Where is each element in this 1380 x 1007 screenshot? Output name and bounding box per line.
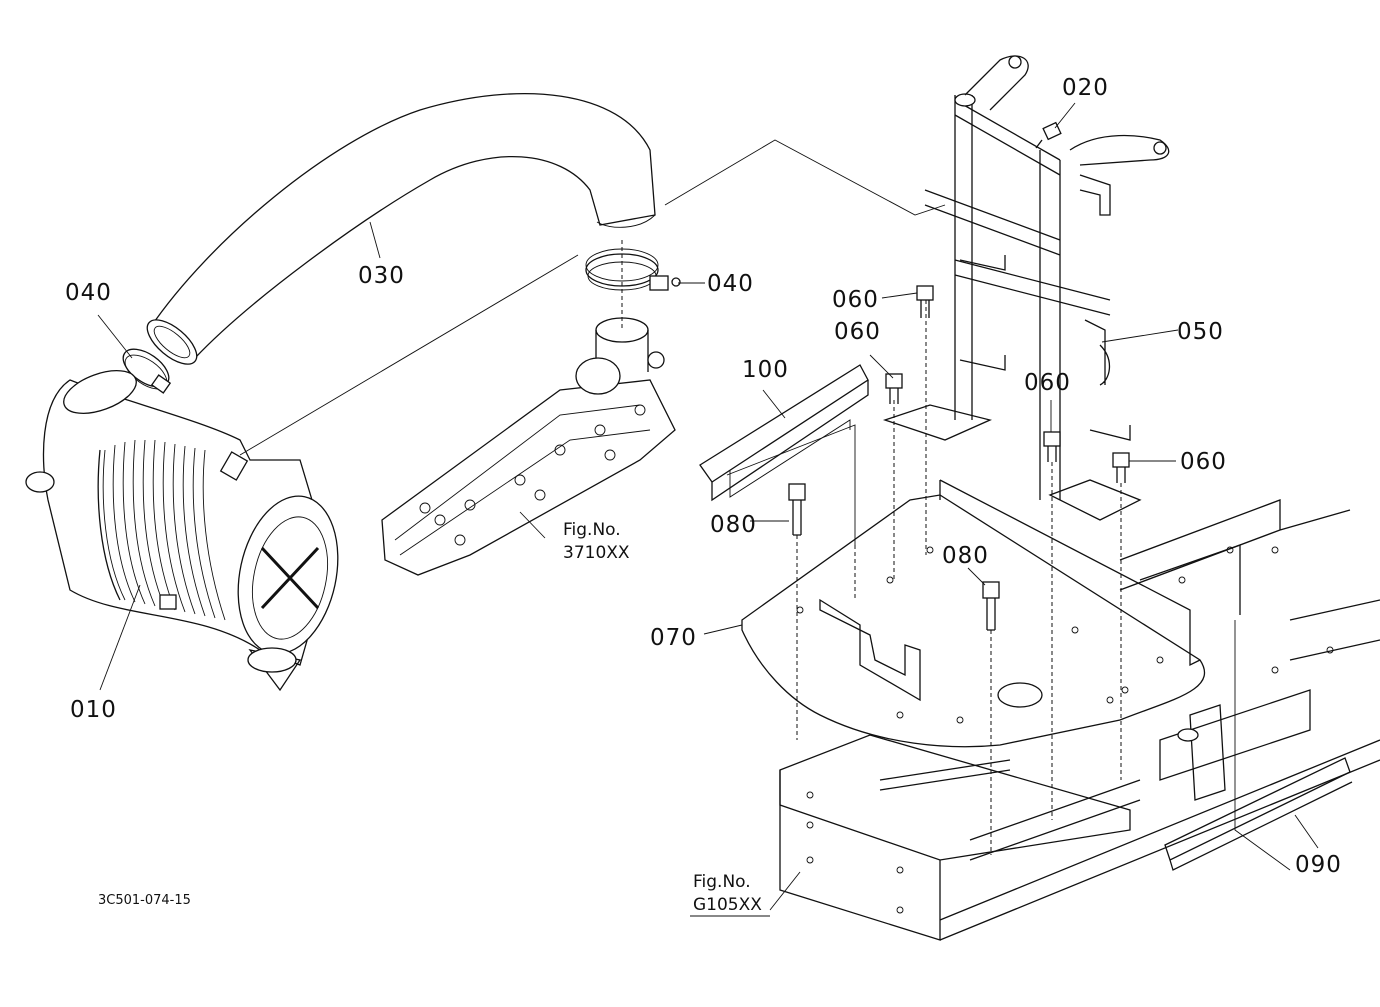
panel-support-frame [882, 55, 1170, 521]
leader-lines [97, 102, 1319, 911]
figure-ref-frame-line1: Fig.No. [693, 872, 751, 892]
drawing-code: 3C501-074-15 [98, 893, 191, 908]
figure-ref-frame: Fig.No. G105XX [690, 872, 770, 917]
callout-080-right: 080 [942, 543, 989, 569]
frame-assembly [779, 499, 1380, 941]
figure-ref-engine-line1: Fig.No. [563, 520, 621, 540]
figure-ref-engine: Fig.No. 3710XX [563, 520, 630, 563]
callout-060-top: 060 [832, 287, 879, 313]
callout-020: 020 [1062, 75, 1109, 101]
hose-clamp-upper [585, 248, 681, 291]
flange-bolts [885, 285, 1130, 483]
stay-100 [699, 364, 869, 502]
reference-lines [239, 139, 1291, 871]
callout-060-center: 060 [1024, 370, 1071, 396]
bolt-020 [1035, 121, 1062, 149]
callout-090: 090 [1295, 852, 1342, 878]
stay-090 [1164, 757, 1353, 871]
air-cleaner [25, 370, 339, 692]
hose-clamp-left [122, 348, 172, 394]
figure-ref-engine-line2: 3710XX [563, 543, 630, 563]
callout-060-mid: 060 [834, 319, 881, 345]
intake-manifold [381, 317, 676, 576]
callout-100: 100 [742, 357, 789, 383]
air-intake-hose [146, 92, 656, 365]
callout-040-left: 040 [65, 280, 112, 306]
figure-ref-frame-line2: G105XX [693, 895, 762, 915]
callout-050: 050 [1177, 319, 1224, 345]
callout-080-left: 080 [710, 512, 757, 538]
callout-070: 070 [650, 625, 697, 651]
callout-labels: 010 020 030 040 040 050 060 060 060 060 … [65, 75, 1342, 878]
panel-plate-070 [741, 479, 1206, 748]
callout-010: 010 [70, 697, 117, 723]
callout-040-right: 040 [707, 271, 754, 297]
alignment-lines [621, 240, 1122, 855]
callout-030: 030 [358, 263, 405, 289]
long-bolts [788, 483, 1000, 631]
callout-060-right: 060 [1180, 449, 1227, 475]
